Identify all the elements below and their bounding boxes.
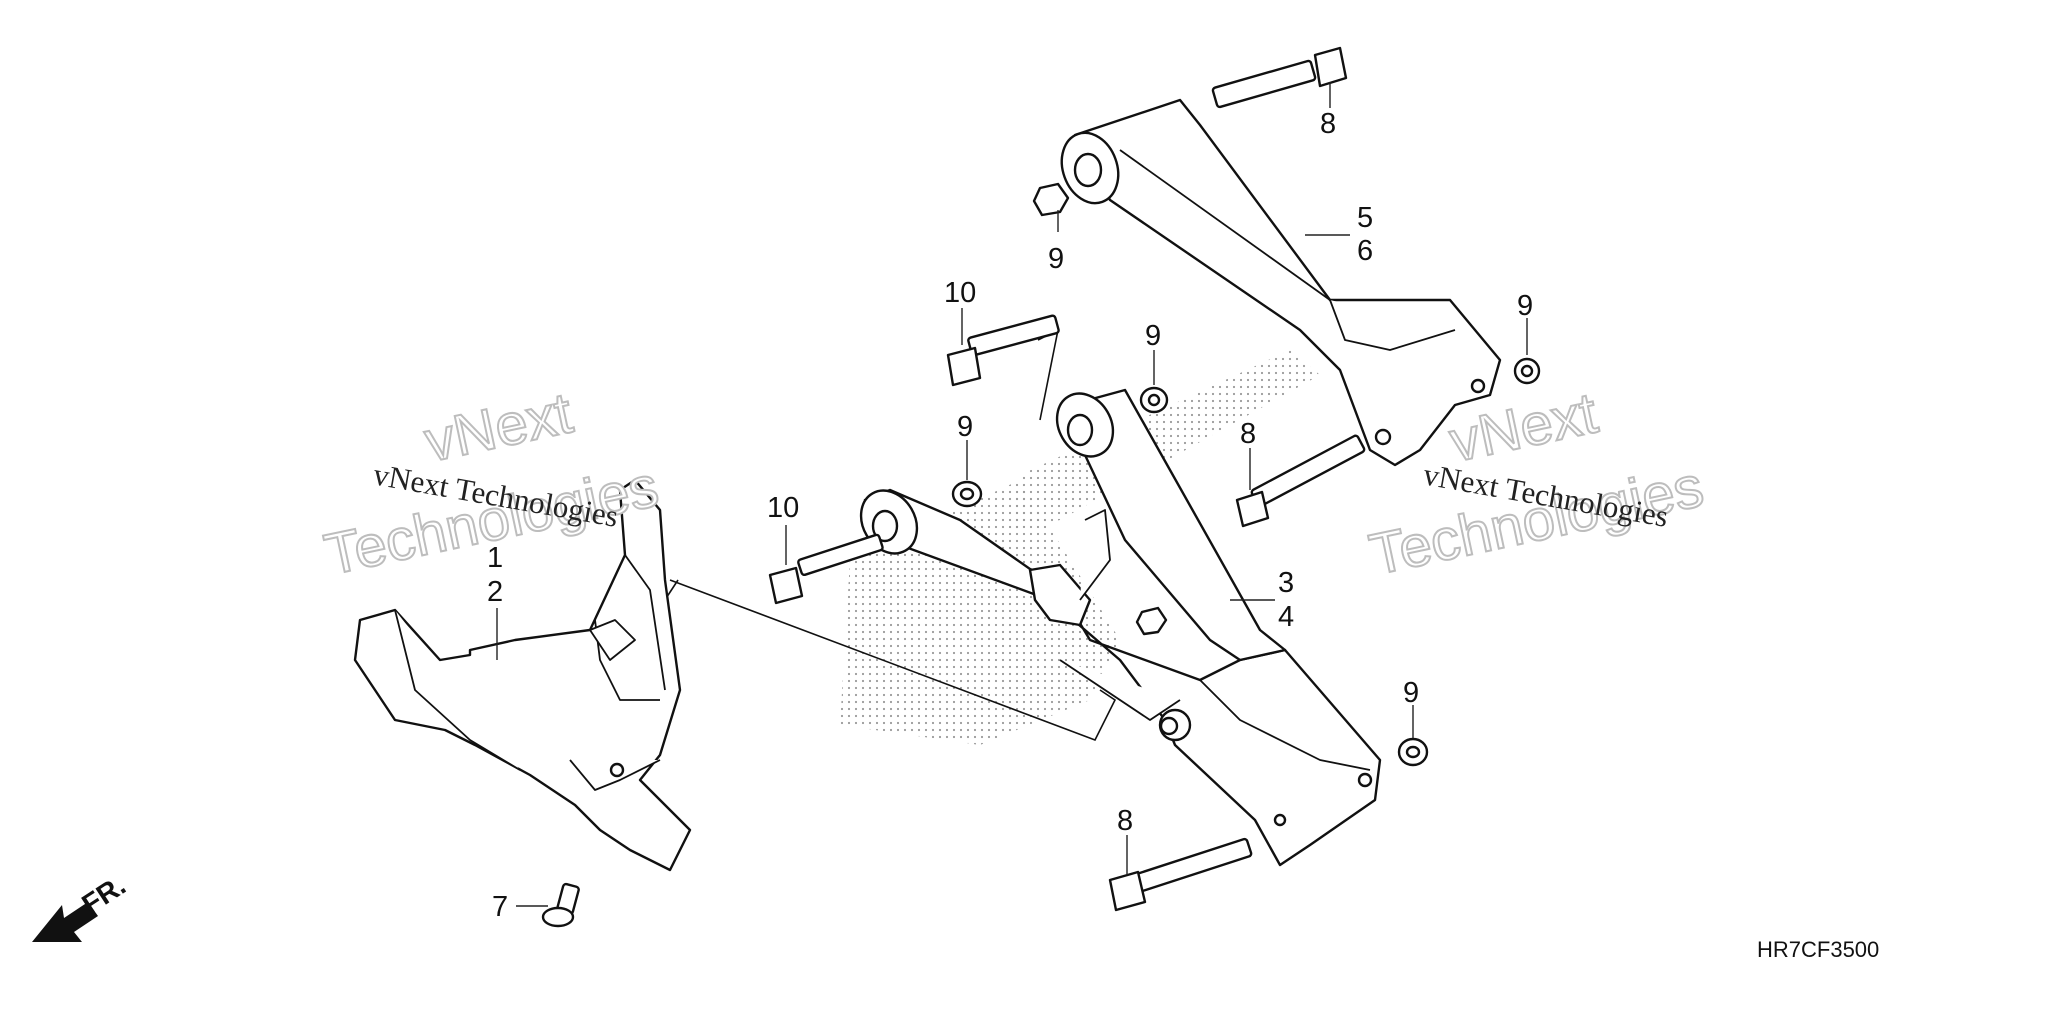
callout-2: 2	[487, 576, 503, 608]
callout-9-a: 9	[1048, 243, 1064, 275]
nut-part-9-a[interactable]	[1032, 182, 1070, 217]
callout-3: 3	[1278, 567, 1294, 599]
guide-line-shield	[669, 579, 1117, 742]
front-direction-marker: FR.	[32, 869, 131, 942]
screw-part-7[interactable]	[541, 882, 580, 928]
nut-part-9-b[interactable]	[1513, 357, 1541, 385]
callout-10-a: 10	[944, 277, 976, 309]
callout-10-b: 10	[767, 492, 799, 524]
callout-5: 5	[1357, 202, 1373, 234]
bolt-part-8-top[interactable]	[1211, 46, 1348, 109]
diagram-code: HR7CF3500	[1757, 937, 1879, 962]
nut-part-9-d[interactable]	[951, 480, 983, 508]
lower-arm-part-3-4[interactable]	[850, 383, 1382, 867]
bolt-part-10-upper[interactable]	[946, 314, 1060, 387]
callout-9-e: 9	[1403, 677, 1419, 709]
callout-7: 7	[492, 891, 508, 923]
callout-9-c: 9	[1145, 320, 1161, 352]
callout-1: 1	[487, 542, 503, 574]
callout-9-b: 9	[1517, 290, 1533, 322]
bolt-part-10-lower[interactable]	[768, 533, 884, 605]
callout-8-bottom: 8	[1117, 805, 1133, 837]
nut-part-9-e[interactable]	[1397, 737, 1429, 767]
shield-part-1-2[interactable]	[353, 478, 692, 872]
callout-4: 4	[1278, 601, 1294, 633]
nut-center[interactable]	[1135, 606, 1168, 636]
nut-part-9-c[interactable]	[1139, 386, 1169, 414]
bolt-part-8-bottom[interactable]	[1108, 837, 1253, 912]
front-arrow-icon	[32, 902, 98, 942]
callout-9-d: 9	[957, 411, 973, 443]
upper-arm-part-5-6[interactable]	[1052, 98, 1502, 467]
guide-line-upper-bolt	[1037, 328, 1060, 421]
callout-8-mid: 8	[1240, 418, 1256, 450]
dot-shading-upper	[1010, 350, 1320, 530]
callout-8-top: 8	[1320, 108, 1336, 140]
svg-text:vNext: vNext	[419, 380, 578, 474]
bolt-part-8-middle[interactable]	[1235, 434, 1366, 528]
callout-6: 6	[1357, 235, 1373, 267]
